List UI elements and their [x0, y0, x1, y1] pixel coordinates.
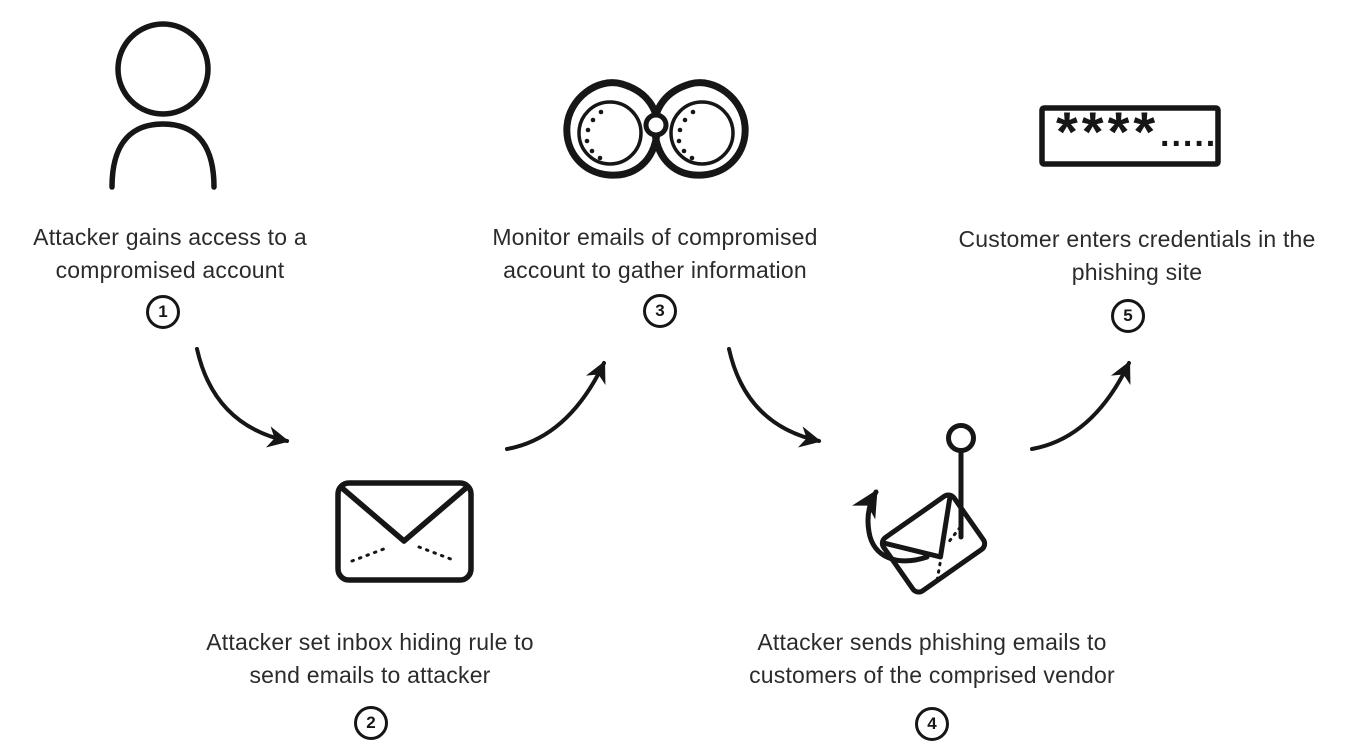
person-icon — [109, 21, 217, 190]
step2-label-line2: send emails to attacker — [249, 662, 491, 688]
step3-label-line2: account to gather information — [503, 257, 807, 283]
step5-label: Customer enters credentials in the phish… — [930, 223, 1344, 289]
step2-label-line1: Attacker set inbox hiding rule to — [206, 629, 534, 655]
phishing-hook-envelope-icon — [852, 423, 988, 595]
step1-label-line2: compromised account — [55, 257, 285, 283]
arrow-step2-step3 — [505, 360, 606, 451]
binoculars-icon — [563, 79, 749, 179]
arrow-step4-step5 — [1030, 360, 1131, 451]
step4-number-badge: 4 — [915, 707, 949, 741]
step3-label: Monitor emails of compromised account to… — [455, 221, 855, 287]
step4-label-line2: customers of the comprised vendor — [749, 662, 1115, 688]
step4-label: Attacker sends phishing emails to custom… — [712, 626, 1152, 692]
step3-label-line1: Monitor emails of compromised — [492, 224, 818, 250]
step5-number-badge: 5 — [1111, 299, 1145, 333]
password-mask-dots: ..... — [1160, 116, 1218, 154]
password-mask-stars: **** — [1056, 100, 1160, 163]
password-field-icon — [1039, 105, 1221, 167]
step2-number-badge: 2 — [354, 706, 388, 740]
arrow-step3-step4 — [727, 347, 822, 448]
step5-label-line1: Customer enters credentials in the — [958, 226, 1316, 252]
envelope-icon — [335, 480, 474, 583]
arrow-step1-step2 — [195, 347, 290, 448]
step1-label-line1: Attacker gains access to a — [33, 224, 307, 250]
step1-number-badge: 1 — [146, 295, 180, 329]
step3-number-badge: 3 — [643, 294, 677, 328]
step1-label: Attacker gains access to a compromised a… — [0, 221, 340, 287]
step2-label: Attacker set inbox hiding rule to send e… — [170, 626, 570, 692]
step4-label-line1: Attacker sends phishing emails to — [757, 629, 1107, 655]
step5-label-line2: phishing site — [1071, 259, 1203, 285]
